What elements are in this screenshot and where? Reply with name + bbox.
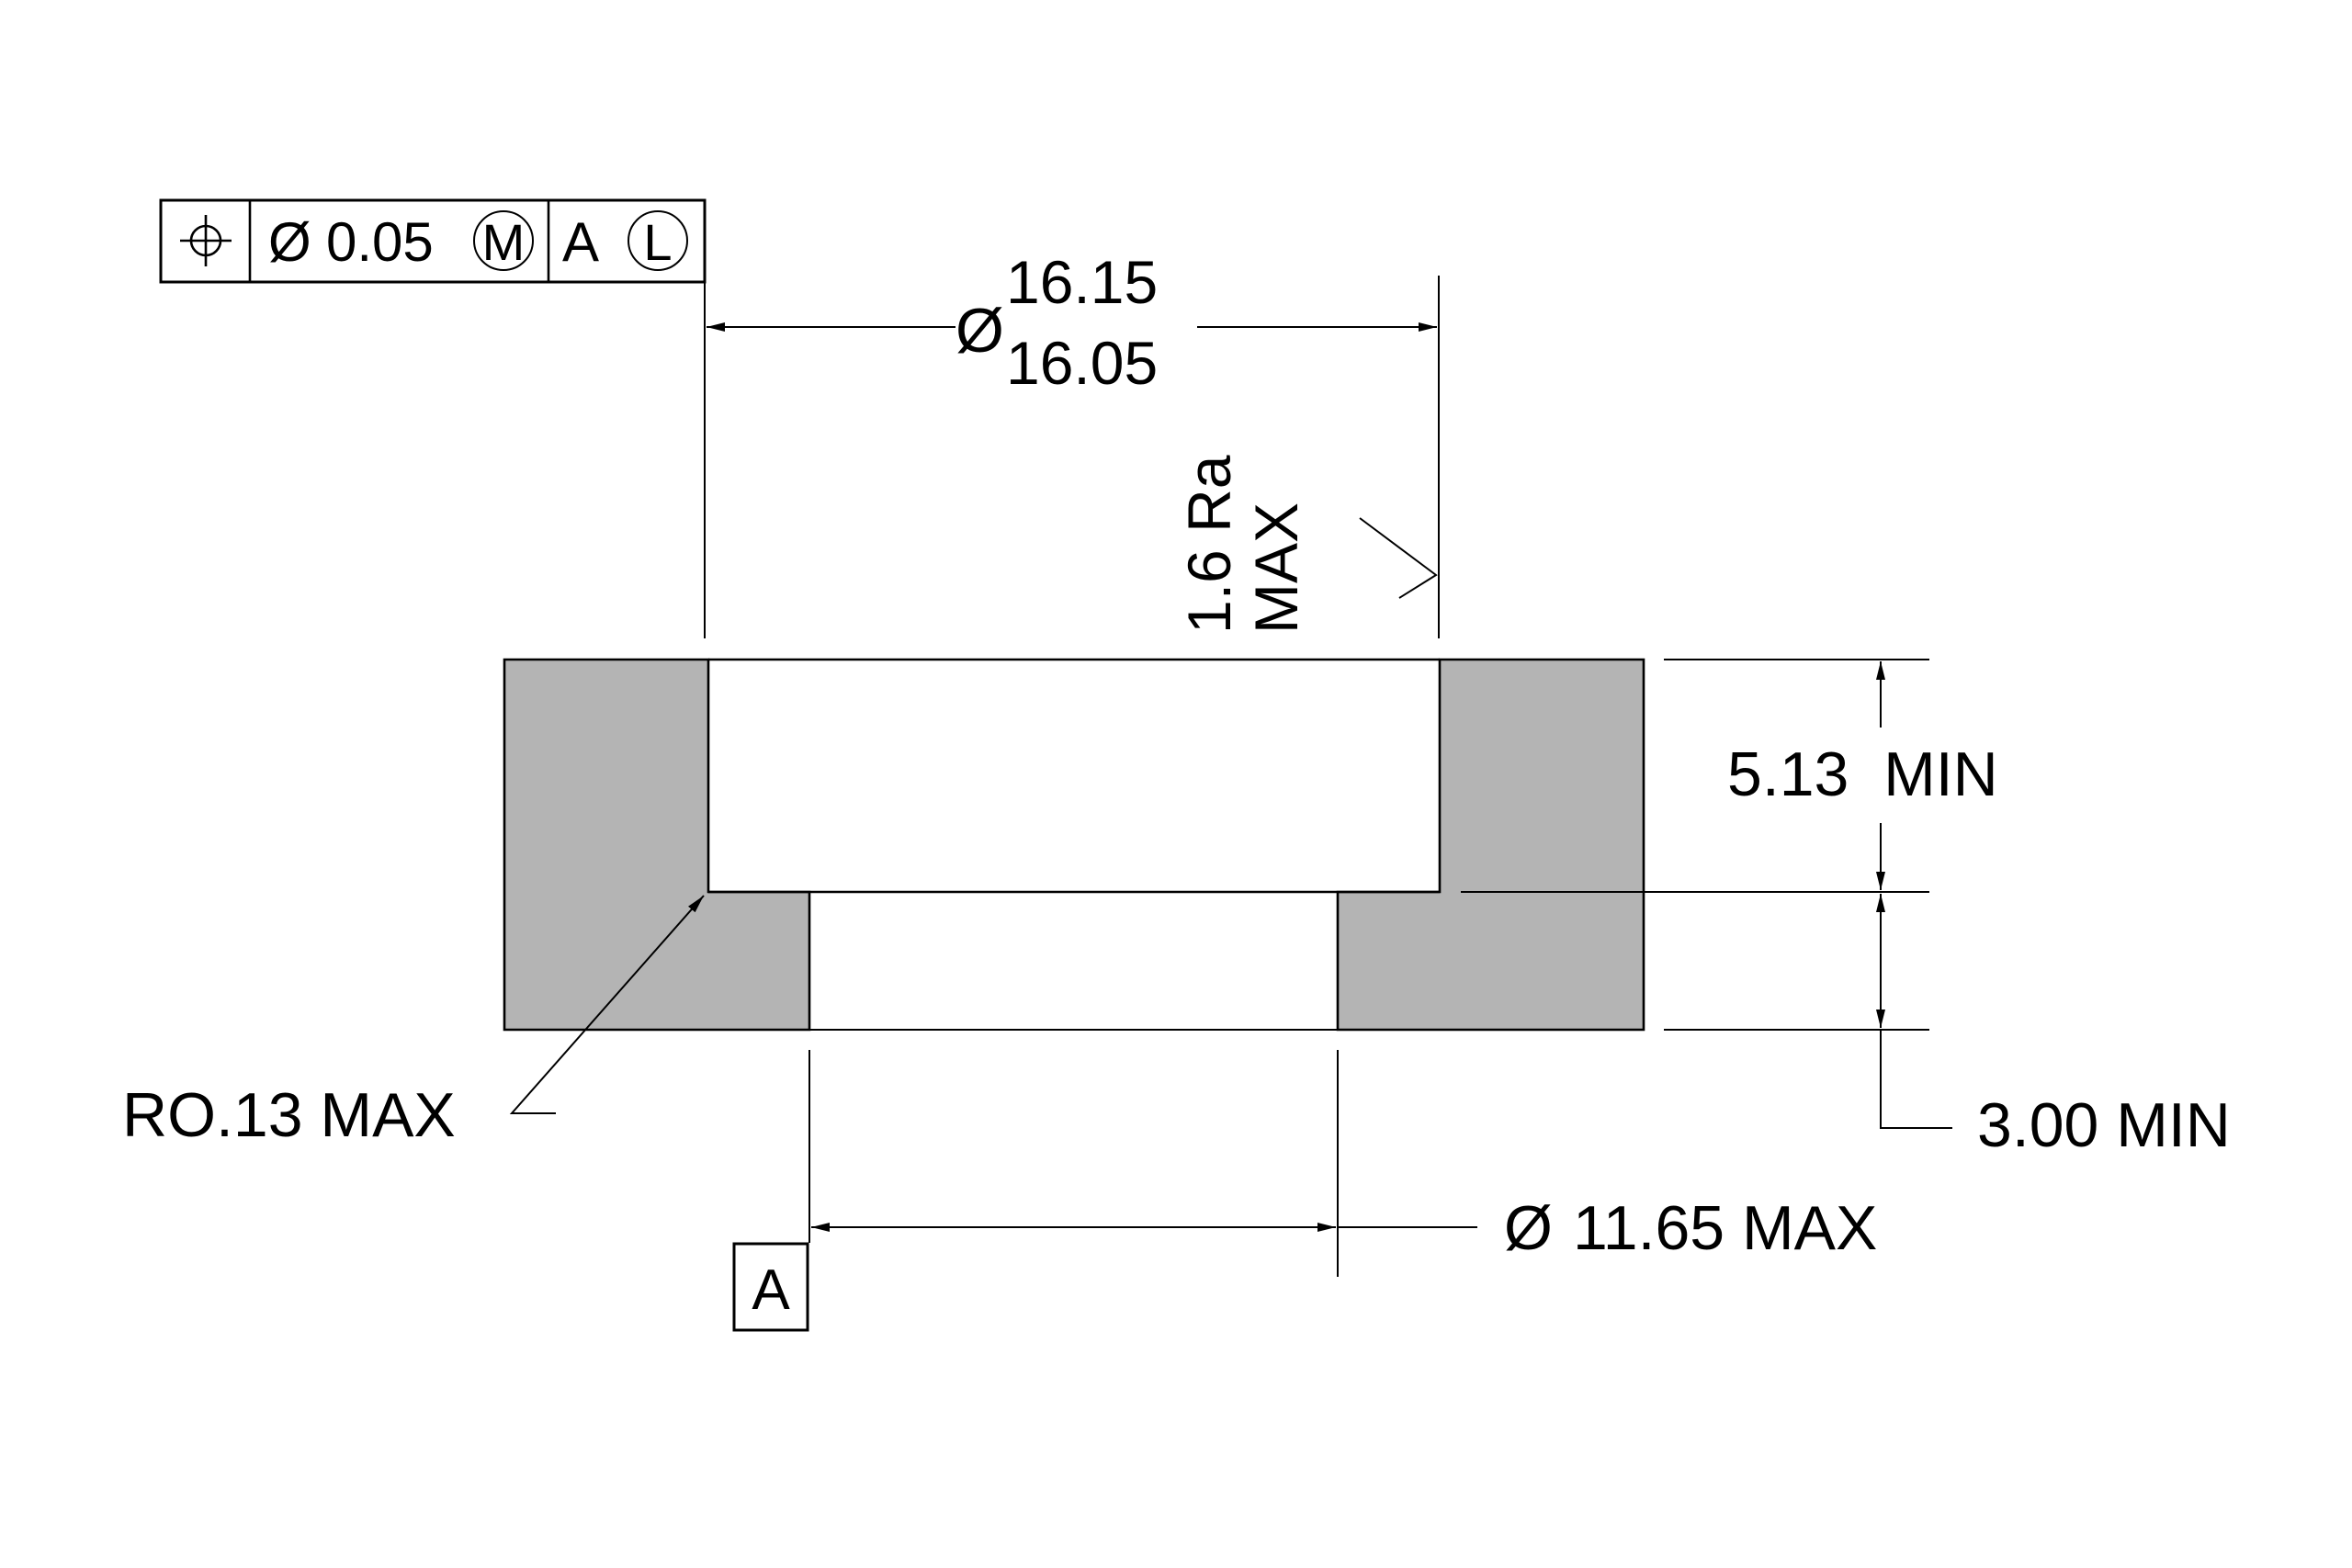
mmc-modifier-circle [473, 210, 534, 271]
top-diameter-upper-limit: 16.15 [1006, 248, 1158, 316]
corner-radius-label: RO.13 MAX [122, 1080, 456, 1150]
bore-diameter-symbol: Ø [1504, 1193, 1553, 1263]
surface-finish-icon [1359, 517, 1438, 599]
fcf-diameter-symbol: Ø [268, 211, 311, 273]
surface-finish-value: 1.6 Ra [1175, 455, 1243, 634]
top-diameter-symbol: Ø [956, 296, 1004, 366]
fcf-datum-reference: A [562, 211, 599, 273]
part-section [503, 658, 1645, 1032]
step-depth-dimension: 5.13 MIN [1727, 739, 1998, 809]
surface-finish-max: MAX [1242, 502, 1310, 634]
right-flange-section [1338, 892, 1644, 1030]
left-flange-section [504, 892, 809, 1030]
feature-control-frame: Ø 0.05 M A L [159, 198, 707, 284]
position-tolerance-icon [180, 215, 232, 266]
right-wall-section [1440, 660, 1644, 892]
left-wall-section [504, 660, 708, 892]
bore-diameter-dimension: Ø 11.65 MAX [808, 1050, 1877, 1277]
fcf-datum-modifier: L [643, 213, 672, 271]
top-diameter-dimension: Ø 16.15 16.05 [704, 248, 1440, 638]
height-dimensions: 5.13 MIN 3.00 MIN [1461, 659, 2231, 1160]
datum-label: A [752, 1258, 790, 1322]
lmc-modifier-circle [628, 210, 688, 271]
fcf-tolerance-value: 0.05 [326, 211, 434, 273]
corner-radius-callout: RO.13 MAX [122, 895, 705, 1150]
surface-finish-callout: 1.6 Ra MAX [1175, 455, 1438, 634]
top-diameter-lower-limit: 16.05 [1006, 329, 1158, 397]
bore-diameter-value: 11.65 MAX [1573, 1193, 1877, 1263]
total-height-dimension: 3.00 MIN [1977, 1090, 2231, 1160]
datum-feature-symbol: A [732, 1242, 809, 1332]
fcf-material-modifier: M [482, 213, 526, 271]
